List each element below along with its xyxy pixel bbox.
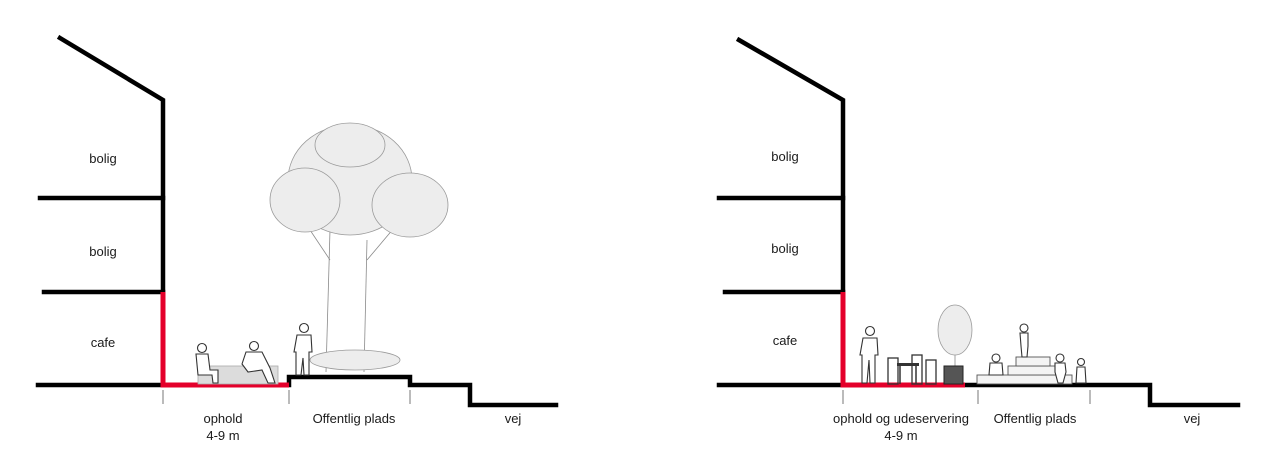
section-left: bolig bolig cafe ophold 4-9 m Offentlig … <box>35 34 559 443</box>
zone-label: vej <box>1184 411 1201 426</box>
cafe-tables <box>887 354 937 385</box>
zone-label-sub: 4-9 m <box>884 428 917 443</box>
zone-label: vej <box>505 411 522 426</box>
ground-line <box>35 374 559 408</box>
tree-illustration <box>269 122 449 373</box>
stepped-platform <box>976 356 1073 385</box>
planter-box <box>943 365 964 385</box>
zone-label: ophold og udeservering <box>833 411 969 426</box>
floor-label: bolig <box>771 149 798 164</box>
zone-label: ophold <box>203 411 242 426</box>
red-highlight <box>840 292 965 388</box>
floor-label: bolig <box>89 244 116 259</box>
floor-label: bolig <box>89 151 116 166</box>
floor-label: bolig <box>771 241 798 256</box>
section-right: bolig bolig cafe ophold og udeservering … <box>716 36 1241 443</box>
small-tree <box>937 304 973 370</box>
sitting-person <box>988 353 1004 376</box>
zone-label: Offentlig plads <box>994 411 1077 426</box>
standing-person <box>859 325 879 384</box>
red-highlight <box>160 292 289 388</box>
child-figure <box>1075 357 1087 384</box>
zone-label: Offentlig plads <box>313 411 396 426</box>
standing-person <box>1054 353 1067 384</box>
zone-label-sub: 4-9 m <box>206 428 239 443</box>
sitting-person <box>195 342 219 384</box>
floor-label: cafe <box>773 333 798 348</box>
sitting-person <box>241 340 276 384</box>
standing-person <box>293 322 313 376</box>
floor-label: cafe <box>91 335 116 350</box>
standing-person <box>1019 323 1029 358</box>
roof-line <box>56 34 166 388</box>
